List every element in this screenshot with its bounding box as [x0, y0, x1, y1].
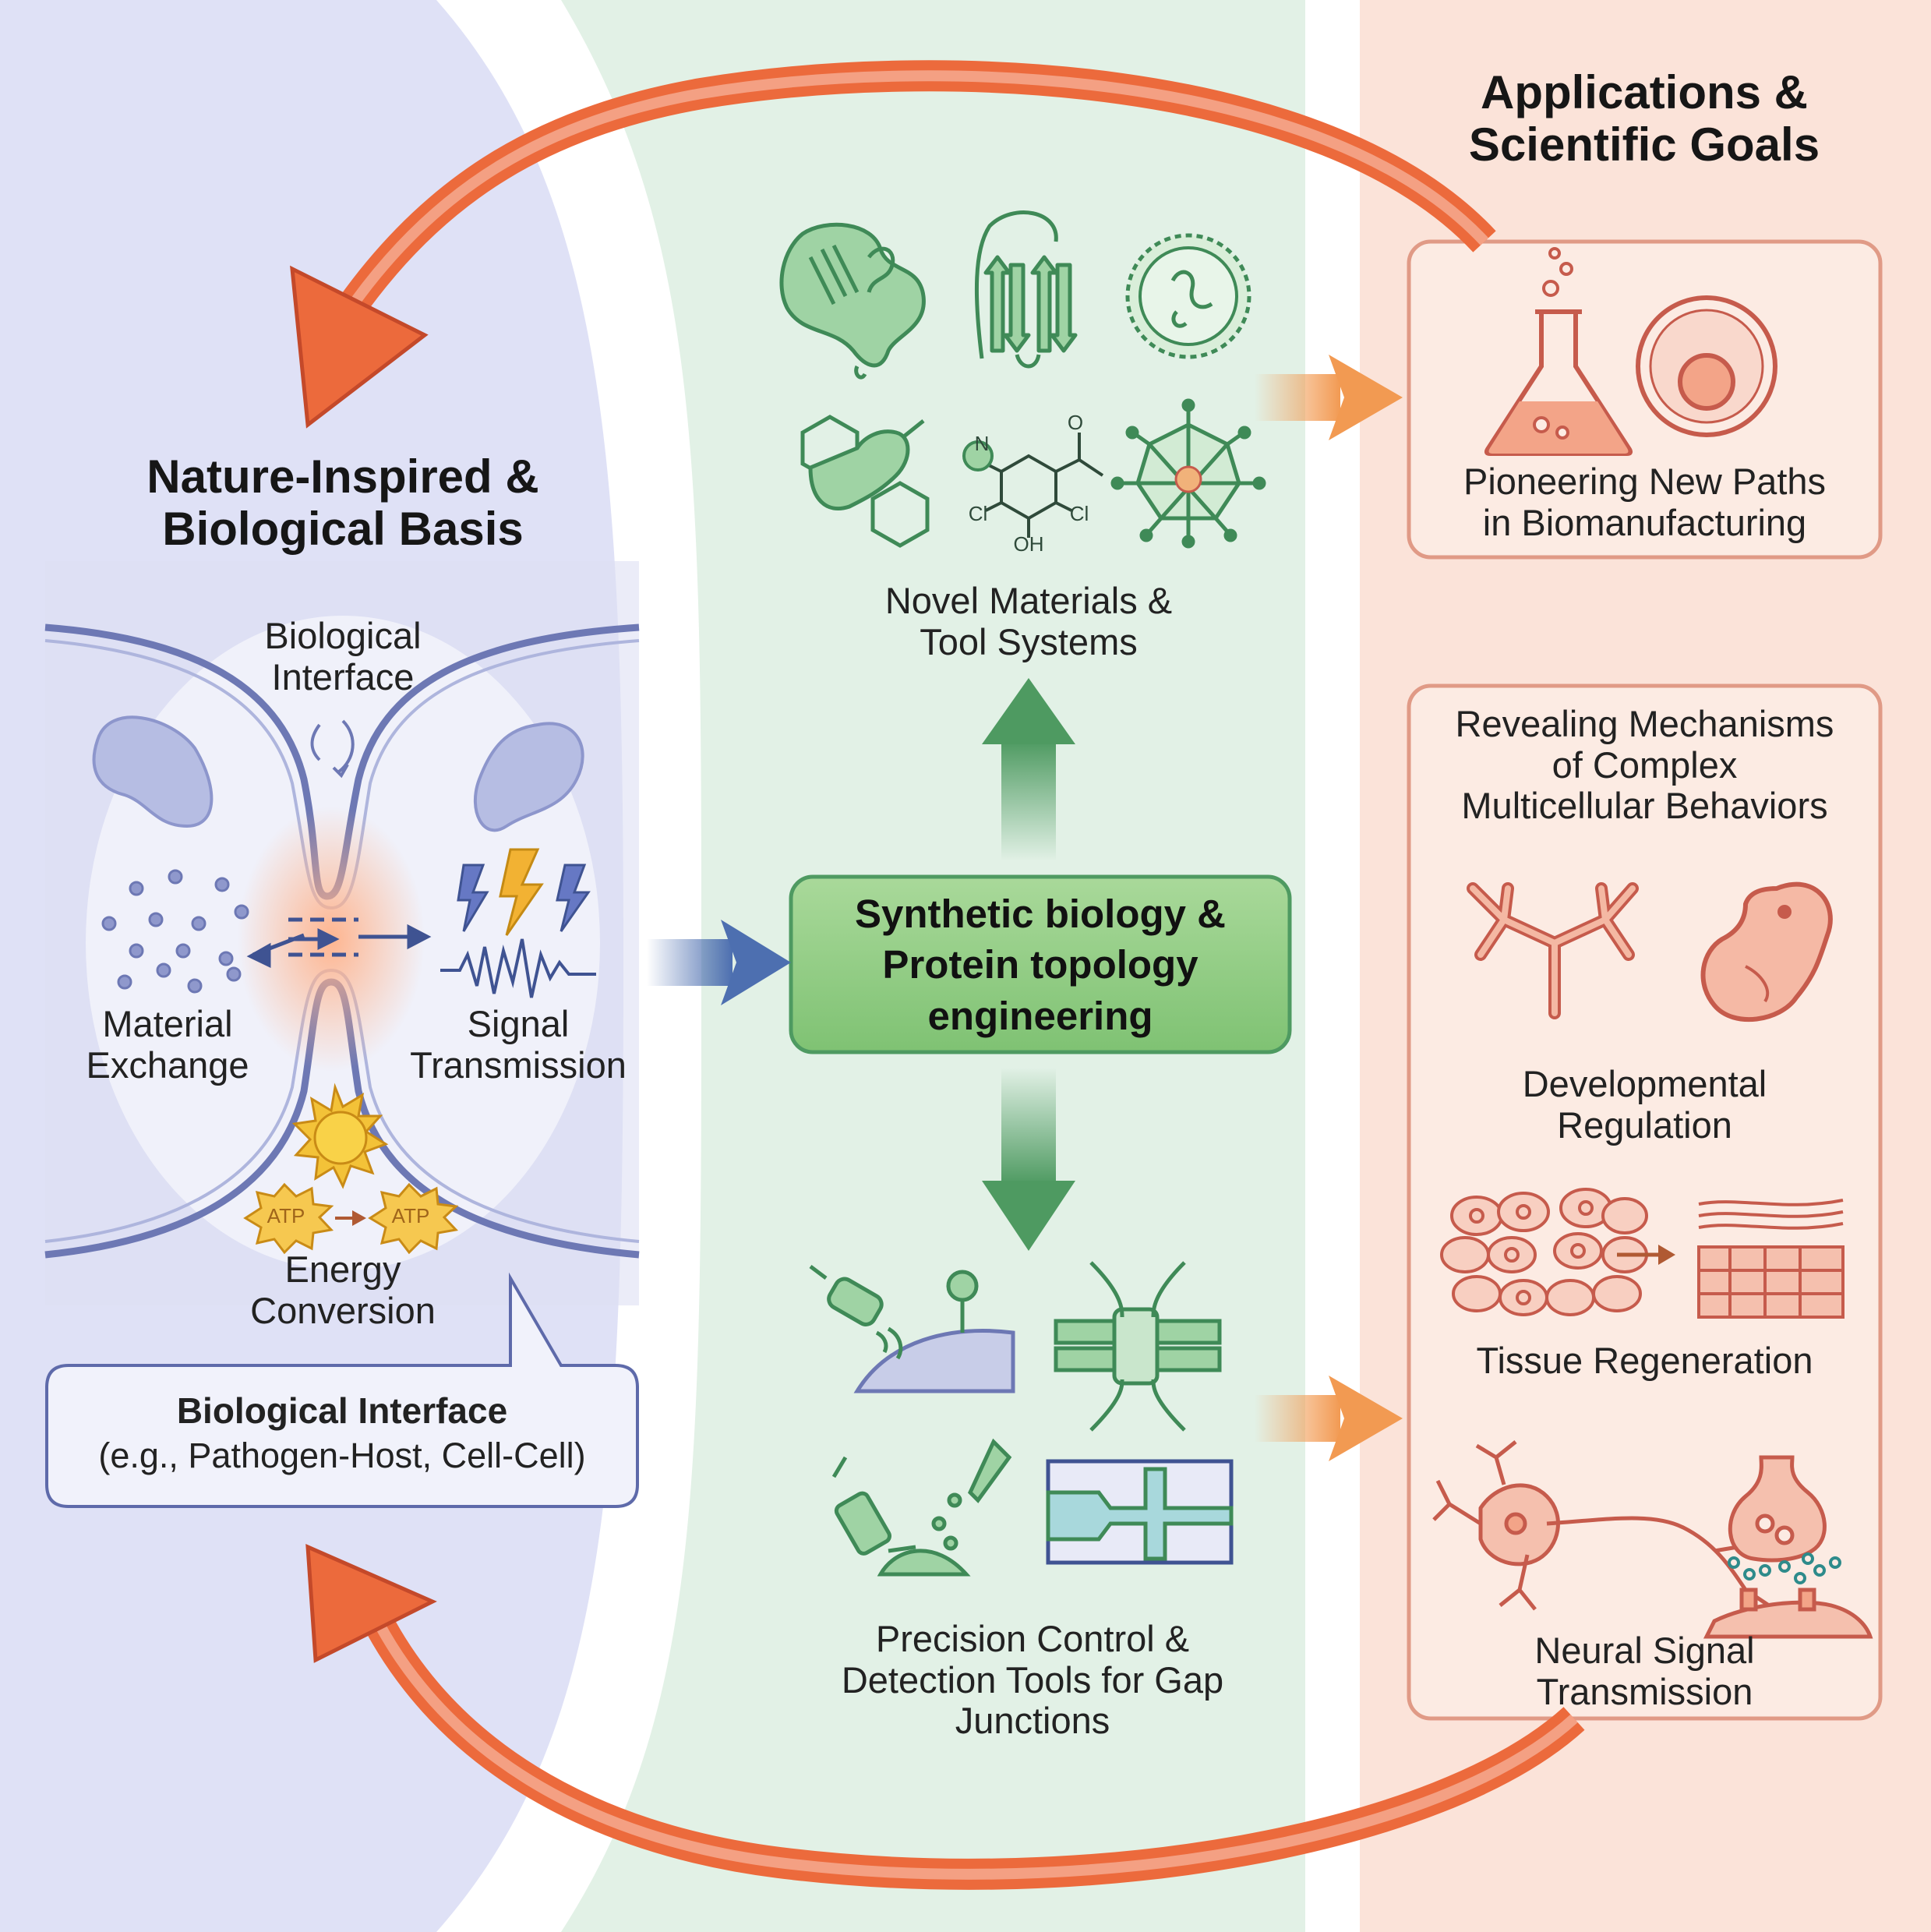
- material-label-line2: Exchange: [86, 1044, 249, 1086]
- molecule-chemical-icon: [962, 433, 1104, 538]
- energy-label-line1: Energy: [284, 1249, 401, 1290]
- right-title-line2: Scientific Goals: [1468, 118, 1820, 171]
- organelle-left: [92, 715, 214, 828]
- chem-label-cl-right: Cl: [1069, 502, 1089, 525]
- molecule-benzene-icon: [800, 415, 930, 548]
- gap-junction-icon: [1054, 1261, 1222, 1432]
- biological-interface-callout: [45, 1272, 639, 1508]
- signal-label-line1: Signal: [467, 1003, 570, 1044]
- neural-label-line2: Transmission: [1536, 1670, 1753, 1712]
- embryo-icon: [1700, 881, 1833, 1023]
- atp-label-left: ATP: [267, 1204, 305, 1227]
- atp-icon-left: [243, 1182, 334, 1255]
- neural-label-line1: Neural Signal: [1534, 1630, 1755, 1671]
- atp-arrow: [335, 1210, 366, 1226]
- atp-icon-right: [368, 1182, 459, 1255]
- bio-label-line1: Pioneering New Paths: [1463, 461, 1827, 502]
- callout-title: Biological Interface: [176, 1390, 508, 1431]
- cell-icon: [1636, 295, 1777, 437]
- mech-label-line3: Multicellular Behaviors: [1461, 785, 1828, 827]
- hub-box: [789, 874, 1292, 1054]
- organelle-right: [473, 722, 584, 832]
- arrow-right-orange-bottom: [1255, 1376, 1403, 1461]
- lightning-icon: [457, 848, 591, 936]
- synapse-icon: [1703, 1455, 1873, 1639]
- biomanufacturing-label: Pioneering New Paths in Biomanufacturing: [1409, 461, 1880, 543]
- flask-icon: [1484, 247, 1633, 456]
- precision-control-label: Precision Control & Detection Tools for …: [795, 1618, 1270, 1742]
- right-title: Applications & Scientific Goals: [1371, 66, 1917, 171]
- pipette-icon: [831, 1438, 1012, 1577]
- arrow-right-orange-top: [1255, 355, 1403, 440]
- novel-materials-label: Novel Materials & Tool Systems: [826, 580, 1231, 662]
- tissue-healed-icon: [1697, 1199, 1845, 1319]
- sun-icon: [291, 1083, 389, 1189]
- tissue-damaged-icon: [1440, 1188, 1648, 1316]
- tissue-regeneration-label: Tissue Regeneration: [1476, 1340, 1813, 1381]
- right-title-line1: Applications &: [1480, 66, 1809, 118]
- mech-label-line1: Revealing Mechanisms: [1455, 703, 1834, 744]
- interface-arrows: [310, 719, 355, 779]
- dev-label-line2: Regulation: [1557, 1104, 1732, 1146]
- protein-beta-sheet-icon: [974, 210, 1078, 369]
- arrow-up-green: [982, 678, 1075, 861]
- atp-label-right: ATP: [391, 1204, 430, 1227]
- arrow-down-green: [982, 1068, 1075, 1251]
- hub-label-line3: engineering: [927, 993, 1153, 1038]
- cycle-arrow-bottom: [305, 1544, 1585, 1890]
- chem-label-cl-left: Cl: [968, 502, 988, 525]
- chem-label-n: N: [974, 432, 990, 455]
- chem-label-o: O: [1067, 411, 1084, 434]
- energy-conversion-label: Energy Conversion: [179, 1249, 507, 1331]
- precision-label-line3: Junctions: [955, 1700, 1110, 1742]
- material-label-line1: Material: [102, 1003, 233, 1044]
- signal-label-line2: Transmission: [410, 1044, 627, 1086]
- neural-signal-label: Neural Signal Transmission: [1409, 1630, 1880, 1712]
- neurotransmitter-dots: [1728, 1552, 1841, 1584]
- material-exchange-label: Material Exchange: [47, 1003, 288, 1086]
- hub-label: Synthetic biology & Protein topology eng…: [791, 888, 1290, 1041]
- left-title: Nature-Inspired & Biological Basis: [70, 450, 616, 555]
- interface-label-line2: Interface: [271, 655, 415, 698]
- microfluidic-chip-icon: [1046, 1459, 1234, 1565]
- hub-label-line1: Synthetic biology &: [854, 892, 1227, 936]
- materials-label-line1: Novel Materials &: [884, 580, 1173, 621]
- protein-alpha-icon: [779, 222, 926, 380]
- precision-label-line1: Precision Control &: [875, 1618, 1190, 1659]
- bio-label-line2: in Biomanufacturing: [1482, 501, 1807, 543]
- branching-vessel-icon: [1467, 882, 1639, 1019]
- precision-label-line2: Detection Tools for Gap: [841, 1658, 1224, 1701]
- materials-label-line2: Tool Systems: [920, 620, 1138, 662]
- cycle-arrow-top: [290, 60, 1496, 429]
- sensor-probe-icon: [809, 1265, 1015, 1393]
- developmental-regulation-label: Developmental Regulation: [1409, 1063, 1880, 1146]
- signal-transmission-label: Signal Transmission: [394, 1003, 643, 1086]
- arrow-right-blue: [647, 920, 791, 1005]
- virus-capsid-icon: [1110, 398, 1266, 549]
- energy-label-line2: Conversion: [250, 1289, 436, 1331]
- mech-label-line2: of Complex: [1552, 743, 1738, 786]
- tissue-arrow: [1617, 1245, 1675, 1265]
- interface-label: Biological Interface: [179, 615, 507, 698]
- hub-label-line2: Protein topology: [882, 942, 1198, 987]
- signal-wave-icon: [440, 938, 596, 998]
- chem-label-oh: OH: [1013, 532, 1044, 556]
- callout-subtitle: (e.g., Pathogen-Host, Cell-Cell): [98, 1436, 586, 1475]
- left-title-line1: Nature-Inspired &: [147, 450, 539, 503]
- liposome-icon: [1125, 233, 1251, 359]
- dev-label-line1: Developmental: [1522, 1063, 1767, 1104]
- left-title-line2: Biological Basis: [162, 503, 524, 556]
- mechanisms-label: Revealing Mechanisms of Complex Multicel…: [1409, 703, 1880, 827]
- material-dots: [101, 869, 249, 994]
- interface-label-line1: Biological: [264, 615, 422, 656]
- exchange-arrows: [246, 917, 432, 968]
